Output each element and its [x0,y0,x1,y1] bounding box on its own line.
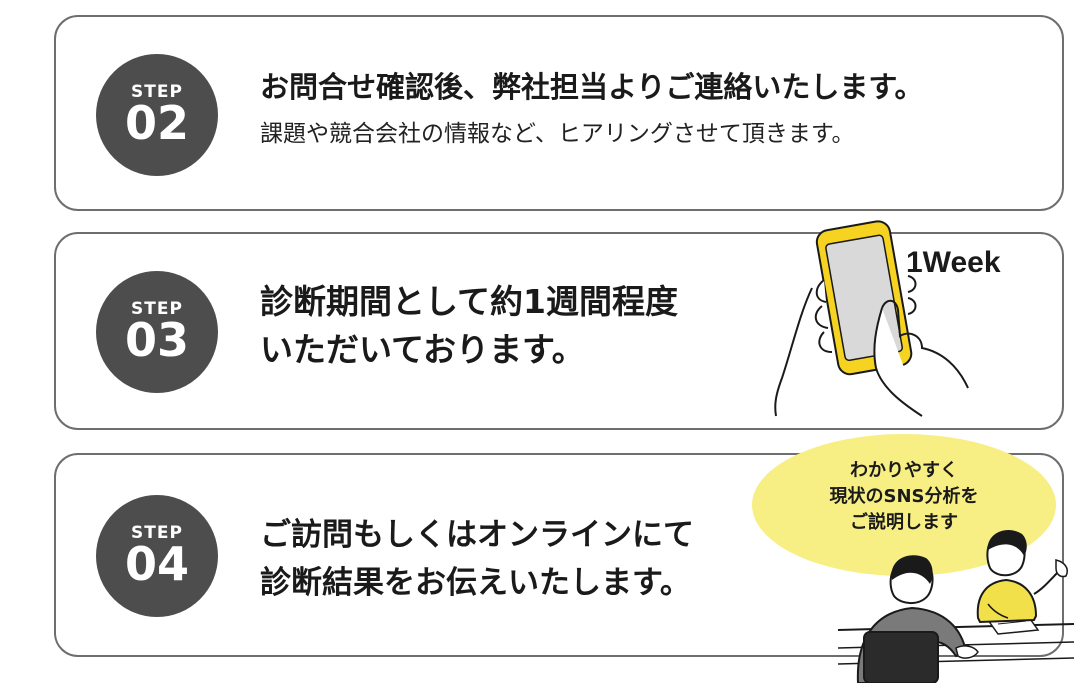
one-week-label: 1Week [906,246,1001,279]
step-word: STEP [131,299,183,319]
step-number: 04 [124,537,189,591]
step-number: 02 [124,96,189,150]
headline-line: いただいております。 [260,329,585,369]
speech-balloon-text: わかりやすく 現状のSNS分析を ご説明します [752,458,1056,536]
step-02-badge: STEP 02 [96,54,218,176]
step-number: 03 [124,313,189,367]
balloon-line: 現状のSNS分析を [829,486,979,508]
step-02-headline: お問合せ確認後、弊社担当よりご連絡いたします。 [260,69,924,107]
balloon-line: わかりやすく [850,460,958,481]
headline-line: お問合せ確認後、弊社担当よりご連絡いたします。 [260,70,924,104]
step-04-badge: STEP 04 [96,495,218,617]
balloon-line: ご説明します [850,512,958,534]
consultation-meeting-illustration [838,529,1074,683]
step-word: STEP [131,82,183,102]
step-02-subline: 課題や競合会社の情報など、ヒアリングさせて頂きます。 [260,121,855,147]
step-02-card: STEP 02 お問合せ確認後、弊社担当よりご連絡いたします。 課題や競合会社の… [54,15,1064,211]
step-04-headline: ご訪問もしくはオンラインにて 診断結果をお伝えいたします。 [260,511,694,607]
hand-holding-phone-illustration [774,220,969,417]
step-03-badge: STEP 03 [96,271,218,393]
step-03-headline: 診断期間として約1週間程度 いただいております。 [260,278,678,374]
headline-line: 診断期間として約1週間程度 [260,282,678,321]
step-word: STEP [131,523,183,543]
headline-line: ご訪問もしくはオンラインにて [260,517,694,553]
headline-line: 診断結果をお伝えいたします。 [260,565,691,602]
